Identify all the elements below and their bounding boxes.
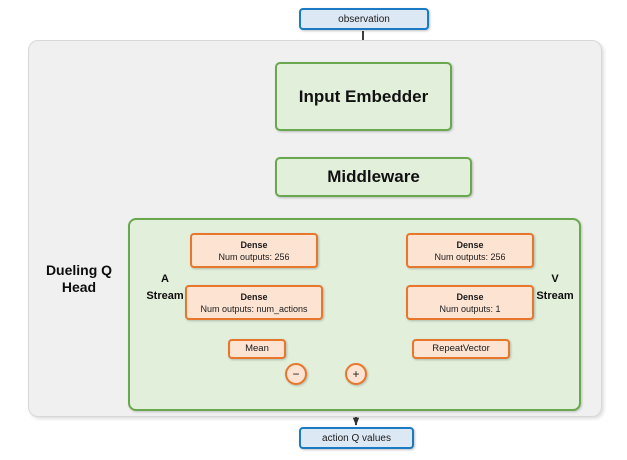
layer-advantage-dense-1-detail: Num outputs: 256 — [218, 251, 290, 262]
module-middleware: Middleware — [275, 157, 472, 197]
layer-repeatvector-label: RepeatVector — [432, 343, 490, 354]
advantage-stream-label-line2: Stream — [146, 290, 184, 302]
layer-value-dense-1-type: Dense — [456, 239, 484, 250]
layer-mean: Mean — [228, 339, 286, 359]
operator-add-symbol: + — [352, 367, 360, 381]
layer-value-dense-2-type: Dense — [456, 291, 484, 302]
layer-value-dense-2: Dense Num outputs: 1 — [406, 285, 534, 320]
io-node-action-q-values: action Q values — [299, 427, 414, 449]
operator-subtract-symbol: − — [292, 367, 300, 381]
action-q-values-label: action Q values — [322, 432, 391, 444]
dueling-q-head-label-line1: Dueling Q — [45, 262, 113, 278]
layer-value-dense-1-detail: Num outputs: 256 — [434, 251, 506, 262]
layer-advantage-dense-2-detail: Num outputs: num_actions — [200, 303, 308, 314]
layer-advantage-dense-2: Dense Num outputs: num_actions — [185, 285, 323, 320]
dueling-q-head-label: Dueling Q Head — [34, 262, 124, 296]
dueling-q-head-label-line2: Head — [61, 279, 97, 295]
operator-add: + — [345, 363, 367, 385]
operator-subtract: − — [285, 363, 307, 385]
value-stream-label: V Stream — [528, 271, 582, 305]
layer-value-dense-1: Dense Num outputs: 256 — [406, 233, 534, 268]
layer-mean-label: Mean — [245, 343, 269, 354]
layer-advantage-dense-1-type: Dense — [240, 239, 268, 250]
layer-advantage-dense-2-type: Dense — [240, 291, 268, 302]
layer-advantage-dense-1: Dense Num outputs: 256 — [190, 233, 318, 268]
observation-label: observation — [338, 13, 390, 25]
module-input-embedder: Input Embedder — [275, 62, 452, 131]
middleware-label: Middleware — [327, 167, 420, 186]
value-stream-label-line1: V — [551, 273, 559, 285]
advantage-stream-label: A Stream — [138, 271, 192, 305]
layer-value-dense-2-detail: Num outputs: 1 — [439, 303, 501, 314]
io-node-observation: observation — [299, 8, 429, 30]
input-embedder-label: Input Embedder — [298, 86, 429, 106]
layer-repeatvector: RepeatVector — [412, 339, 510, 359]
advantage-stream-label-line1: A — [161, 273, 169, 285]
value-stream-label-line2: Stream — [536, 290, 574, 302]
